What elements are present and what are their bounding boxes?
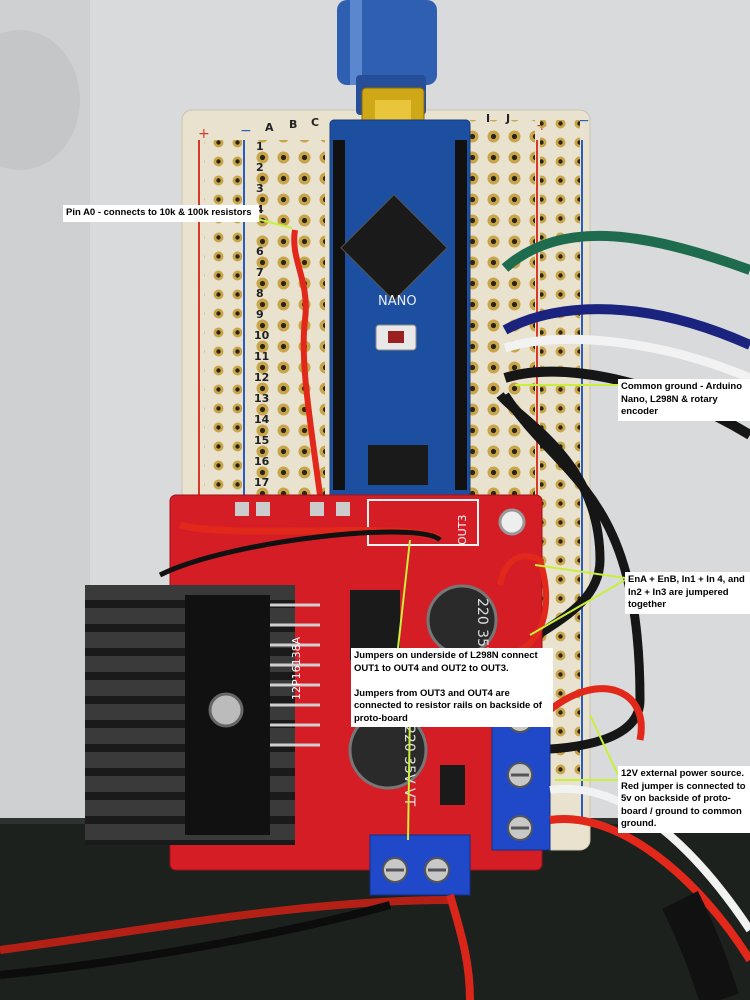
- callout-lines: [252, 217, 626, 841]
- svg-text:7: 7: [256, 266, 264, 279]
- svg-text:C: C: [311, 116, 319, 129]
- heatsink-screw: [208, 692, 244, 728]
- svg-text:15: 15: [254, 434, 269, 447]
- chip-label: 12P16138A: [290, 636, 303, 700]
- background-object: [0, 30, 80, 170]
- annotation-pin-a0: Pin A0 - connects to 10k & 100k resistor…: [63, 205, 259, 222]
- arduino-nano: [329, 119, 471, 501]
- nano-mcu-chip: [340, 193, 448, 302]
- wire-power-red: [549, 815, 750, 963]
- nano-icsp-header: [368, 445, 428, 485]
- power-jumper: [440, 765, 465, 805]
- svg-text:16: 16: [254, 455, 270, 468]
- annotation-power-source: 12V external power source. Red jumper is…: [618, 766, 750, 833]
- nano-label: NANO: [378, 294, 417, 309]
- nano-header-pins: [333, 140, 467, 490]
- annotation-underside-jumpers: Jumpers on underside of L298N connect OU…: [351, 648, 553, 727]
- svg-text:−: −: [240, 123, 252, 139]
- svg-text:−: −: [578, 113, 590, 129]
- svg-text:1: 1: [256, 140, 264, 153]
- svg-text:10: 10: [254, 329, 270, 342]
- svg-text:B: B: [289, 118, 297, 131]
- wire-black-loop: [158, 529, 442, 578]
- svg-text:6: 6: [256, 245, 264, 258]
- svg-text:13: 13: [254, 392, 269, 405]
- svg-text:9: 9: [256, 308, 264, 321]
- svg-text:J: J: [505, 112, 510, 125]
- l298n-leads: [270, 603, 320, 747]
- annotation-common-ground: Common ground - Arduino Nano, L298N & ro…: [618, 379, 750, 421]
- mount-hole-top-right: [498, 508, 526, 536]
- svg-text:4: 4: [256, 203, 264, 216]
- wire-bottom-black: [0, 901, 392, 979]
- driver-header-pins: [235, 502, 350, 516]
- cable-power-black: [662, 891, 739, 1000]
- svg-text:A: A: [265, 121, 274, 134]
- out3-label: OUT3: [456, 515, 469, 545]
- svg-text:2: 2: [256, 161, 264, 174]
- wire-red-a0: [291, 229, 323, 496]
- wire-black-3: [501, 392, 645, 755]
- svg-text:+: +: [198, 126, 210, 142]
- svg-text:12: 12: [254, 371, 269, 384]
- svg-text:14: 14: [254, 413, 270, 426]
- svg-text:8: 8: [256, 287, 264, 300]
- svg-text:I: I: [486, 112, 490, 125]
- out3-terminal-outline: [367, 499, 479, 546]
- wire-green: [501, 230, 750, 275]
- svg-text:3: 3: [256, 182, 264, 195]
- wire-bottom-red-2: [446, 893, 474, 1000]
- svg-text:17: 17: [254, 476, 269, 489]
- wire-power-red-top: [547, 685, 645, 741]
- annotation-enable-jumpers: EnA + EnB, In1 + In 4, and In2 + In3 are…: [625, 572, 750, 614]
- wire-white: [503, 334, 750, 383]
- svg-text:11: 11: [254, 350, 269, 363]
- wire-navy: [502, 304, 750, 350]
- wire-red-enable: [497, 553, 550, 653]
